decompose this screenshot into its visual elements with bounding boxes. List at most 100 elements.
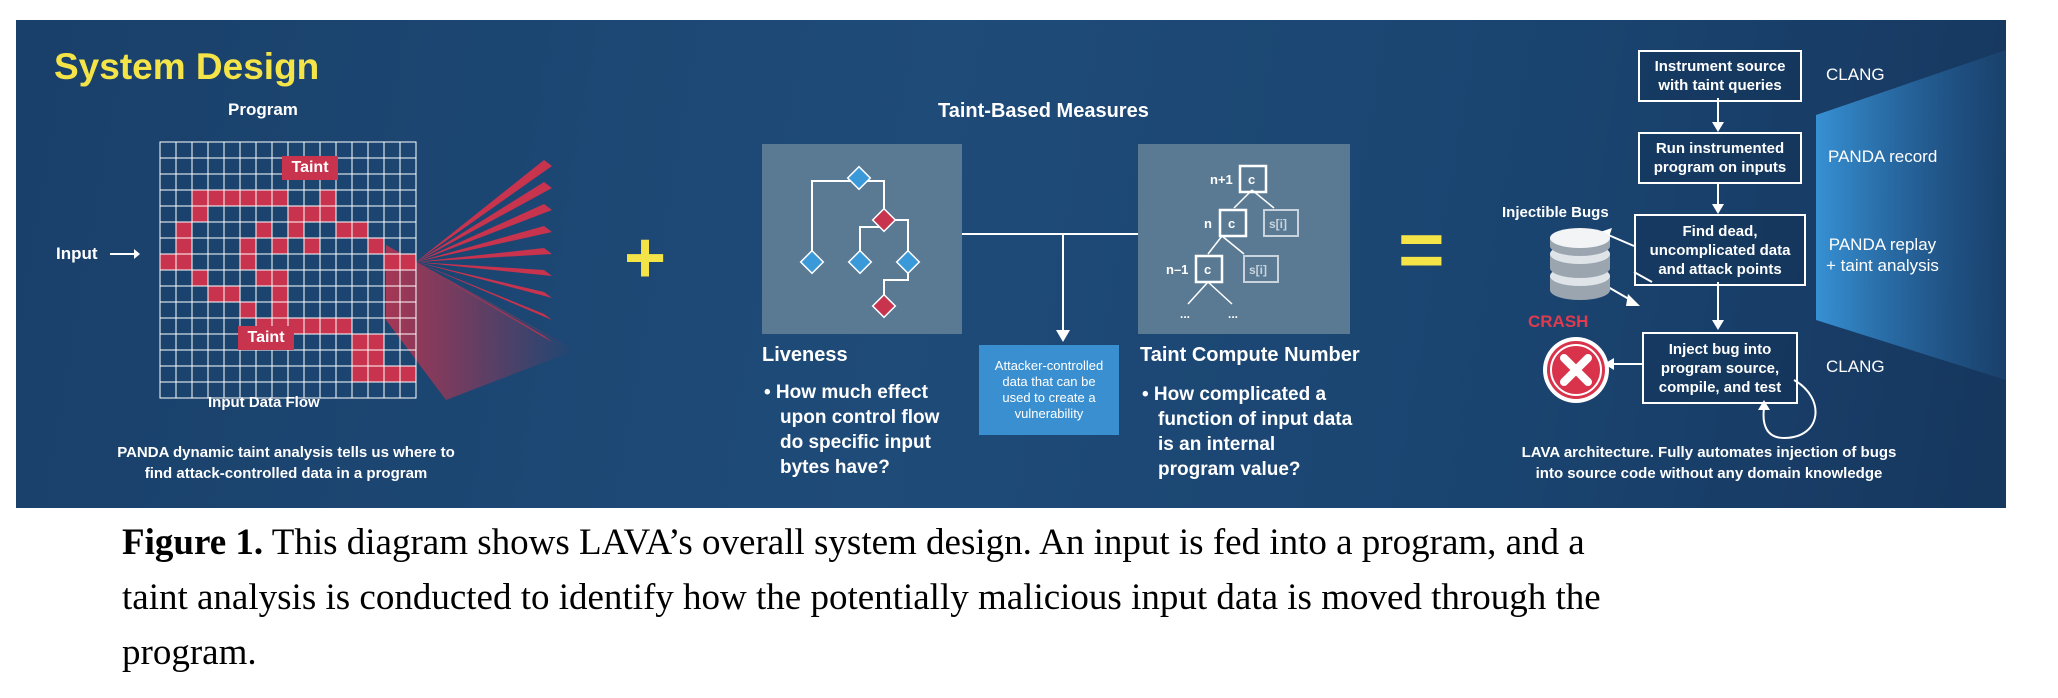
grid-cell [351,349,369,367]
tcn-heading: Taint Compute Number [1140,344,1360,366]
grid-cell [191,301,209,319]
grid-cell [175,205,193,223]
liveness-bullets: • How much effect upon control flow do s… [764,380,939,480]
grid-cell [175,333,193,351]
diagram-panel: System Design Program Input Taint Taint … [16,20,2006,508]
grid-cell [383,157,401,175]
grid-cell [255,189,273,207]
grid-cell [255,237,273,255]
grid-cell [207,237,225,255]
grid-cell [159,253,177,271]
grid-cell [207,301,225,319]
liveness-line: • How much effect [764,382,928,403]
grid-cell [367,141,385,159]
grid-cell [191,173,209,191]
grid-cell [159,365,177,383]
tcn-bullets: • How complicated a function of input da… [1142,382,1352,482]
grid-cell [207,141,225,159]
taint-badge-top: Taint [282,156,338,180]
arch-step-find: Find dead, uncomplicated data and attack… [1634,214,1806,286]
grid-cell [255,205,273,223]
grid-cell [159,301,177,319]
grid-cell [287,205,305,223]
grid-cell [207,269,225,287]
arch-box-line: Instrument source [1654,58,1786,75]
grid-cell [303,365,321,383]
grid-cell [159,205,177,223]
grid-cell [271,269,289,287]
grid-cell [351,189,369,207]
tcn-label: ... [1180,307,1190,321]
grid-cell [223,237,241,255]
grid-cell [303,205,321,223]
grid-cell [191,141,209,159]
grid-cell [175,317,193,335]
grid-cell [399,221,417,239]
grid-cell [239,269,257,287]
tcn-label: c [1248,172,1255,187]
liveness-line: bytes have? [780,457,890,478]
grid-cell [367,381,385,399]
grid-cell [367,285,385,303]
tcn-label: s[i] [1249,263,1267,277]
arch-box-line: Inject bug into [1668,340,1772,358]
arch-box-line: uncomplicated data [1649,241,1791,259]
tcn-label: c [1228,216,1235,231]
taint-fan-ray [416,204,552,262]
tcn-tree: n+1 n n–1 c c c s[i] s[i] ... ... [1166,164,1299,321]
arch-box-line: compile, and test [1658,378,1782,396]
grid-cell [255,253,273,271]
grid-cell [175,349,193,367]
grid-cell [335,381,353,399]
liveness-graph-box [762,144,962,334]
figure-label: Figure 1. [122,522,264,563]
grid-cell [383,301,401,319]
grid-cell [367,365,385,383]
grid-cell [319,205,337,223]
grid-cell [159,157,177,175]
side-label-clang-top: CLANG [1826,64,1885,85]
grid-cell [319,237,337,255]
grid-cell [399,205,417,223]
grid-cell [255,365,273,383]
tcn-label: n [1204,216,1212,231]
grid-cell [191,237,209,255]
grid-cell [351,205,369,223]
grid-cell [223,221,241,239]
grid-cell [367,173,385,191]
grid-cell [191,365,209,383]
grid-cell [271,253,289,271]
grid-cell [399,317,417,335]
architecture-caption-line: LAVA architecture. Fully automates injec… [1521,444,1897,461]
grid-cell [159,221,177,239]
grid-cell [399,349,417,367]
grid-cell [287,221,305,239]
grid-cell [239,173,257,191]
arch-box-line: program on inputs [1653,159,1787,176]
grid-cell [319,253,337,271]
tcn-label: c [1204,262,1211,277]
grid-cell [271,221,289,239]
grid-cell [271,205,289,223]
grid-cell [175,173,193,191]
grid-cell [303,301,321,319]
figure-caption-line: This diagram shows LAVA’s overall system… [263,522,1585,563]
grid-cell [335,221,353,239]
grid-cell [255,221,273,239]
red-fan-shape [386,245,576,400]
taint-fan-ray [416,262,552,298]
grid-cell [383,349,401,367]
grid-cell [351,365,369,383]
grid-cell [191,253,209,271]
taint-fan-ray [416,262,552,276]
grid-cell [191,157,209,175]
grid-cell [351,157,369,175]
grid-cell [383,317,401,335]
grid-cell [335,285,353,303]
grid-cell [383,205,401,223]
grid-cell [383,253,401,271]
grid-cell [351,269,369,287]
grid-cell [159,333,177,351]
grid-cell [223,253,241,271]
grid-cell [239,205,257,223]
